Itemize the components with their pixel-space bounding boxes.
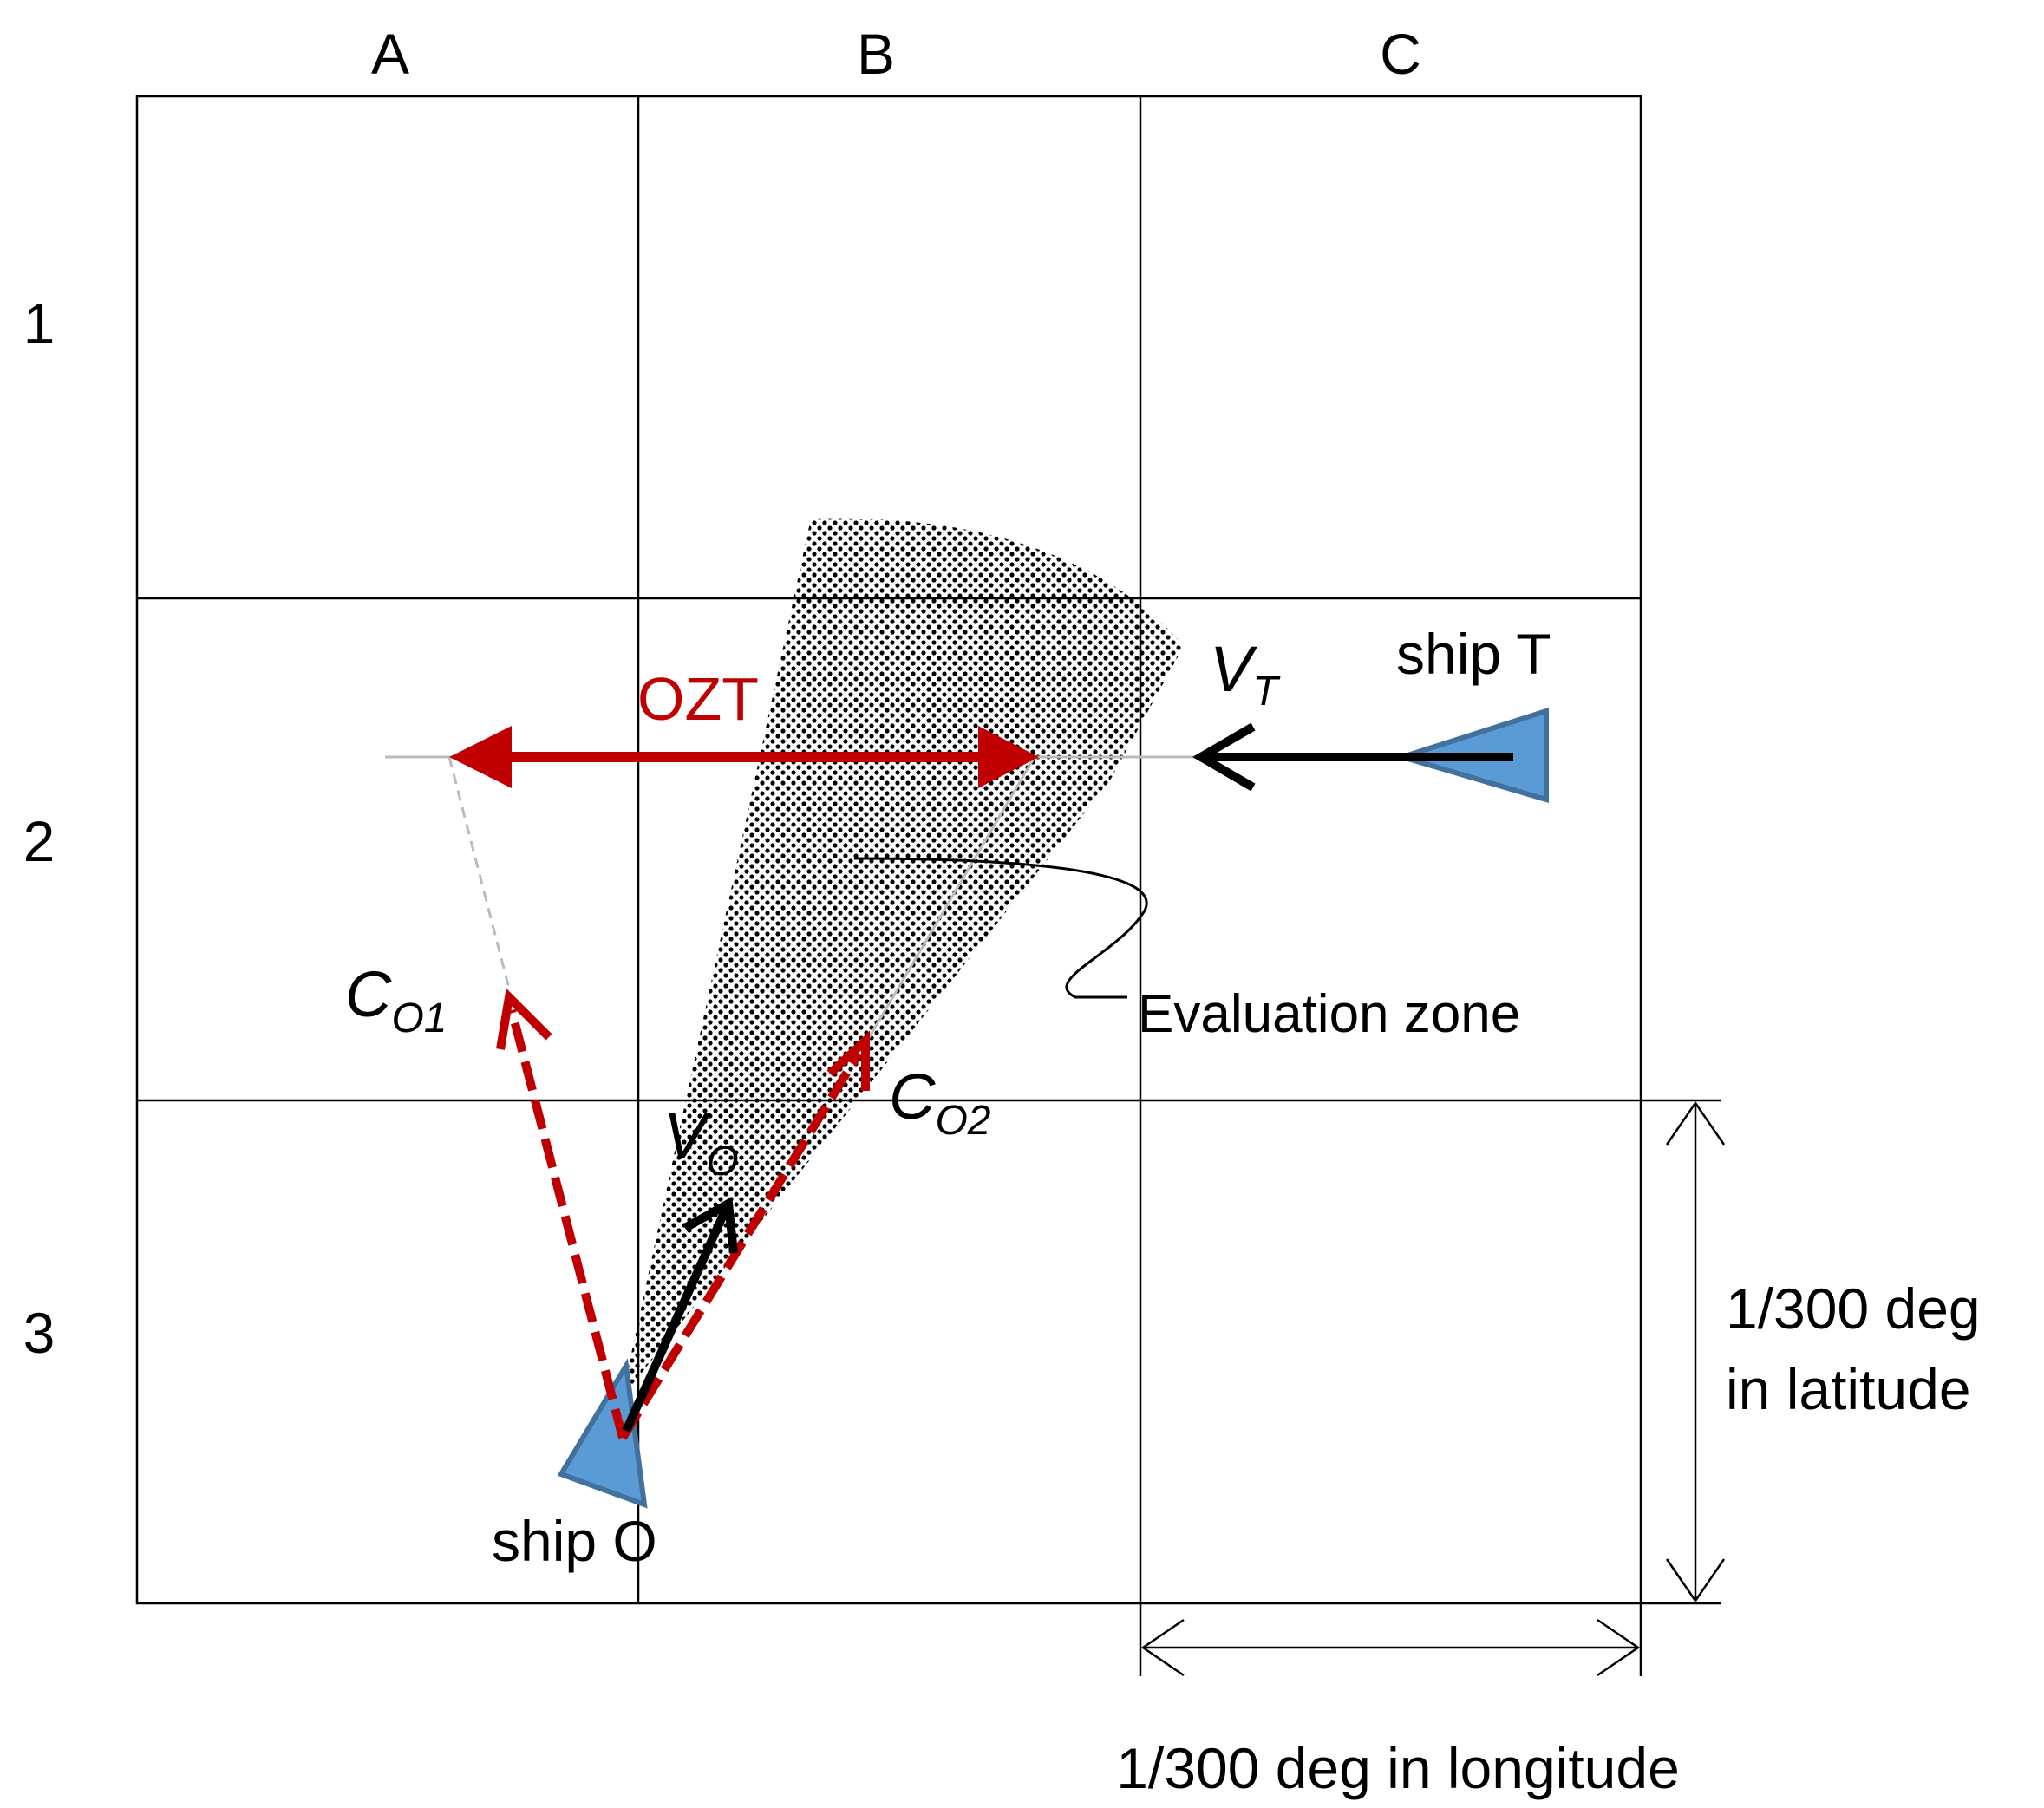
ozt-arrowhead-left bbox=[449, 726, 512, 788]
vo-arrow bbox=[622, 1196, 738, 1433]
vt-arrow bbox=[1192, 722, 1513, 792]
grid bbox=[135, 95, 1642, 1605]
co2-extension-line bbox=[865, 756, 1036, 1041]
evaluation-zone-pointer bbox=[853, 857, 1148, 999]
co1-label: CO1 bbox=[345, 958, 447, 1041]
ozt-arrowhead-right bbox=[978, 726, 1039, 788]
latitude-scale-arrow bbox=[1641, 1099, 1726, 1605]
evaluation-zone-sector bbox=[622, 518, 1184, 1398]
column-label-c: C bbox=[1380, 22, 1421, 86]
co2-label: CO2 bbox=[889, 1061, 990, 1144]
longitude-scale-label: 1/300 deg in longitude bbox=[1116, 1736, 1680, 1800]
ship-o-label: ship O bbox=[492, 1509, 657, 1573]
grid-border bbox=[135, 95, 1642, 1605]
evaluation-zone-label: Evaluation zone bbox=[1138, 984, 1520, 1044]
row-label-3: 3 bbox=[23, 1301, 56, 1365]
latitude-scale-label-line2: in latitude bbox=[1726, 1357, 1971, 1421]
latitude-scale-label-line1: 1/300 deg bbox=[1726, 1276, 1981, 1341]
co1-arrow bbox=[496, 988, 627, 1439]
row-label-1: 1 bbox=[23, 291, 56, 356]
ship-o-icon bbox=[557, 1358, 648, 1509]
column-label-b: B bbox=[857, 22, 895, 86]
row-label-2: 2 bbox=[23, 809, 56, 873]
co2-arrow bbox=[618, 1030, 870, 1440]
co1-extension-dashed bbox=[447, 756, 511, 989]
ozt-label: OZT bbox=[637, 665, 759, 733]
ozt-double-arrow bbox=[449, 726, 1039, 788]
vo-label: VO bbox=[663, 1100, 739, 1185]
vt-label: VT bbox=[1210, 633, 1281, 715]
longitude-scale-arrow bbox=[1139, 1603, 1642, 1677]
ship-t-label: ship T bbox=[1396, 622, 1551, 686]
column-label-a: A bbox=[371, 22, 409, 86]
